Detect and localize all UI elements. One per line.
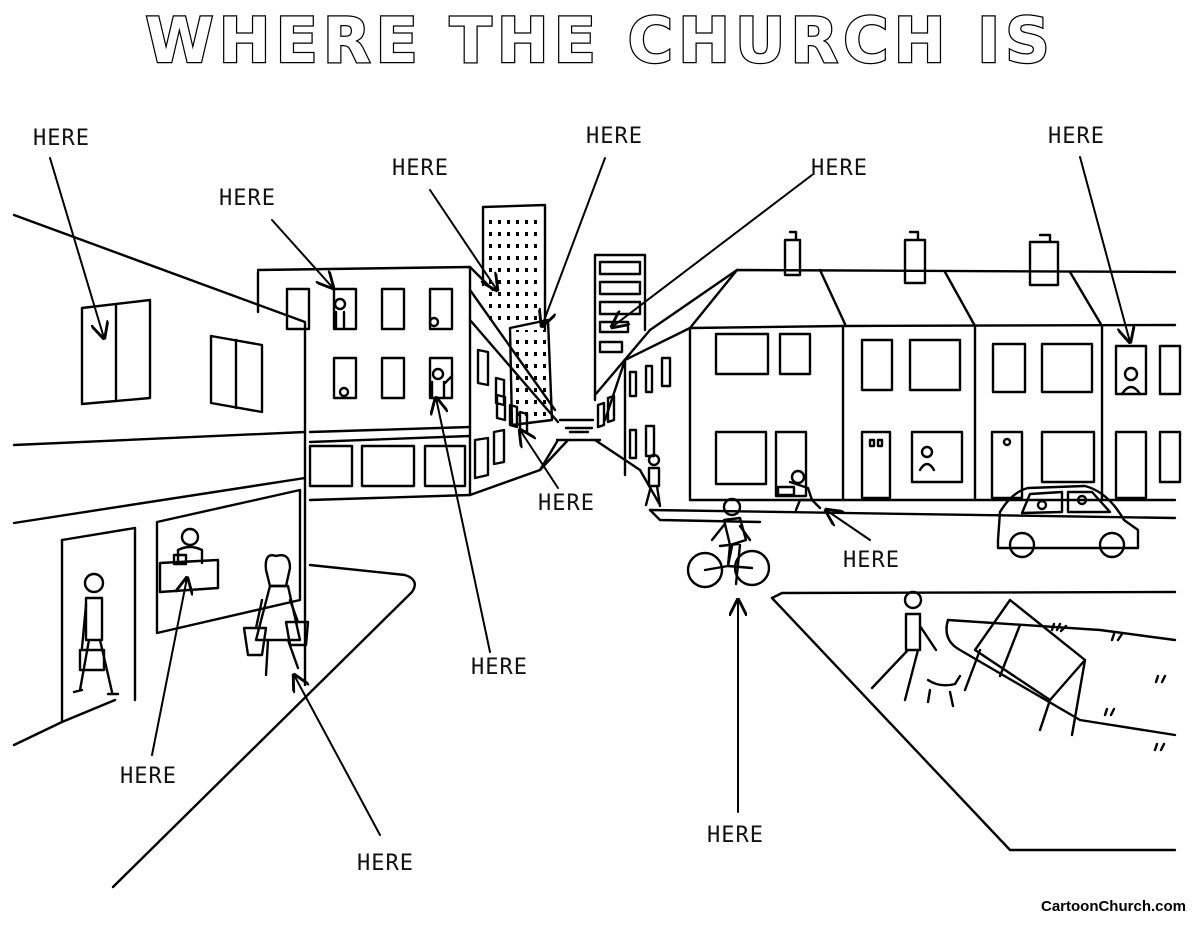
- man-walking-dog: [870, 590, 962, 708]
- here-label: HERE: [471, 655, 528, 680]
- here-label: HERE: [811, 156, 868, 181]
- middle-tower: [508, 318, 554, 427]
- bending-man: [776, 469, 822, 512]
- here-label: HERE: [219, 186, 276, 211]
- here-label: HERE: [357, 851, 414, 876]
- here-label: HERE: [1048, 124, 1105, 149]
- grass-tufts: [1050, 622, 1167, 752]
- walking-man-far: [644, 453, 662, 508]
- pavement-left: [111, 563, 416, 889]
- here-label: HERE: [843, 548, 900, 573]
- car: [996, 484, 1140, 559]
- here-label: HERE: [33, 126, 90, 151]
- cyclist: [686, 497, 771, 589]
- here-label: HERE: [586, 124, 643, 149]
- park-corner: [770, 590, 1177, 852]
- window-people-right: [918, 366, 1142, 472]
- left-building: [12, 213, 307, 747]
- right-terrace-houses: [593, 230, 1182, 524]
- right-tower: [593, 253, 647, 402]
- distant-street: [538, 418, 642, 472]
- shop-counter-person: [158, 527, 220, 594]
- window-people-left: [333, 297, 454, 399]
- here-label: HERE: [538, 491, 595, 516]
- here-arrows: [49, 156, 1130, 836]
- site-credit: CartoonChurch.com: [1040, 898, 1186, 915]
- man-with-briefcase: [72, 572, 120, 696]
- here-label: HERE: [120, 764, 177, 789]
- park-bench: [963, 598, 1087, 737]
- cartoon-title: WHERE THE CHURCH IS: [144, 4, 1055, 77]
- here-label: HERE: [707, 823, 764, 848]
- here-label: HERE: [392, 156, 449, 181]
- woman-with-bags: [242, 554, 310, 677]
- tall-dotted-tower: [481, 203, 547, 332]
